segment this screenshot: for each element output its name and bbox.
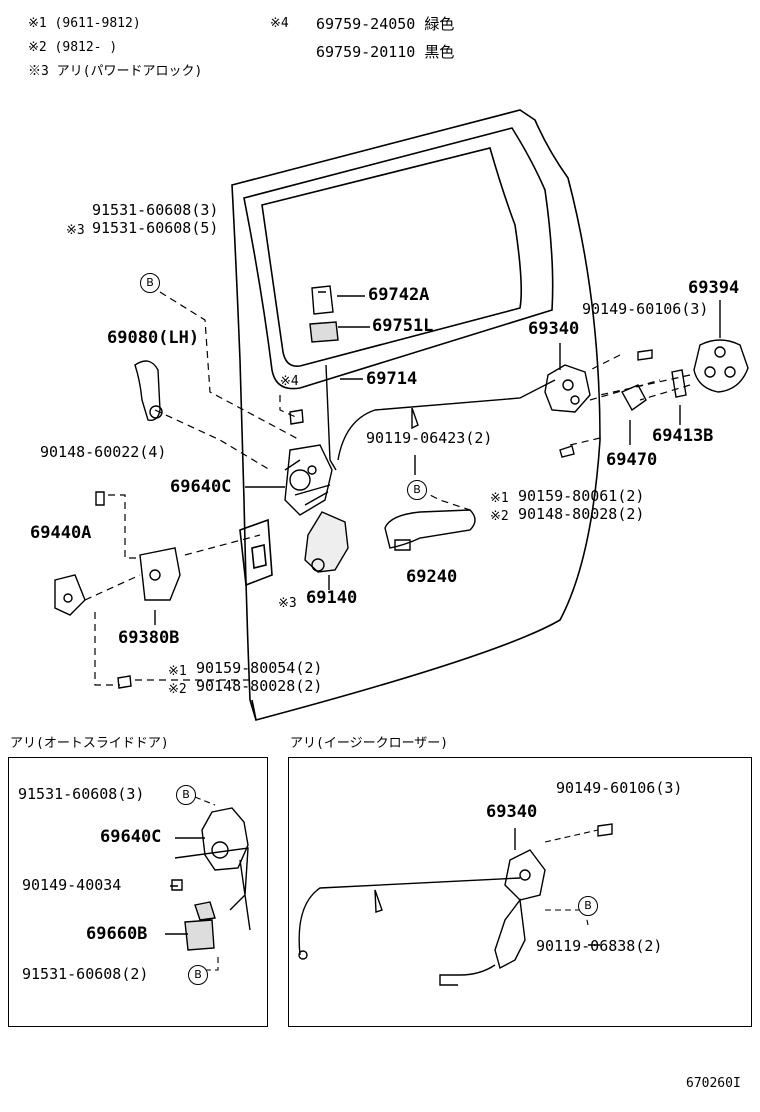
label-90148-60022: 90148-60022(4) [40,443,167,461]
note-3: ※3 アリ(パワードアロック) [28,64,203,79]
right-inset-drawing [298,823,613,986]
label-90119-06423: 90119-06423(2) [366,429,493,447]
label-69240: 69240 [406,567,458,587]
note-4-mark: ※4 [270,16,289,31]
label-69742A: 69742A [368,285,430,305]
label-91531-60608-2: 91531-60608(2) [22,965,149,983]
label-69380B: 69380B [118,628,180,648]
badge-b-1: B [140,273,160,293]
label-69340: 69340 [528,319,580,339]
label-69413B: 69413B [652,426,714,446]
label-90149-60106: 90149-60106(3) [582,300,709,318]
label-90159-80061: 90159-80061(2) [518,487,645,505]
left-inset-drawing [165,796,251,971]
note-4-black: 69759-20110 黒色 [316,43,455,61]
diagram-code: 670260I [686,1076,741,1091]
left-inset-heading: アリ(オートスライドドア) [10,736,169,751]
label-90148-80028-a: 90148-80028(2) [518,505,645,523]
badge-b-4: B [188,965,208,985]
label-69140: 69140 [306,588,358,608]
solid-leaders [154,295,721,625]
label-69640C: 69640C [170,477,232,497]
note-2: ※2 (9812- ) [28,40,118,55]
mark-2a: ※2 [490,509,509,524]
leader-lines [84,291,691,686]
note-4-green: 69759-24050 緑色 [316,15,455,33]
door-panel [231,109,601,721]
label-91531-60608-3-inset: 91531-60608(3) [18,785,145,803]
mark-1a: ※1 [490,491,509,506]
label-90119-06838: 90119-06838(2) [536,937,663,955]
right-inset-frame [288,757,752,1027]
label-69080: 69080(LH) [107,328,200,348]
mark-3a: ※3 [66,223,85,238]
label-90149-40034: 90149-40034 [22,876,122,894]
label-90149-60106-inset: 90149-60106(3) [556,779,683,797]
mark-3b: ※3 [278,596,297,611]
parts [54,285,749,689]
left-inset-frame [8,757,268,1027]
note-1: ※1 (9611-9812) [28,16,141,31]
badge-b-3: B [176,785,196,805]
badge-b-2: B [407,480,427,500]
label-69340-inset: 69340 [486,802,538,822]
label-90159-80054: 90159-80054(2) [196,659,323,677]
label-69714: 69714 [366,369,418,389]
mark-4: ※4 [280,374,299,389]
label-69751L: 69751L [372,316,434,336]
label-69440A: 69440A [30,523,92,543]
label-91531-60608-3: 91531-60608(3) [92,201,219,219]
label-91531-60608-5: 91531-60608(5) [92,219,219,237]
right-inset-heading: アリ(イージークローザー) [290,736,449,751]
label-69660B: 69660B [86,924,148,944]
mark-2b: ※2 [168,682,187,697]
label-69640C-inset: 69640C [100,827,162,847]
label-69470: 69470 [606,450,658,470]
mark-1b: ※1 [168,664,187,679]
label-90148-80028-b: 90148-80028(2) [196,677,323,695]
label-69394: 69394 [688,278,740,298]
badge-b-5: B [578,896,598,916]
